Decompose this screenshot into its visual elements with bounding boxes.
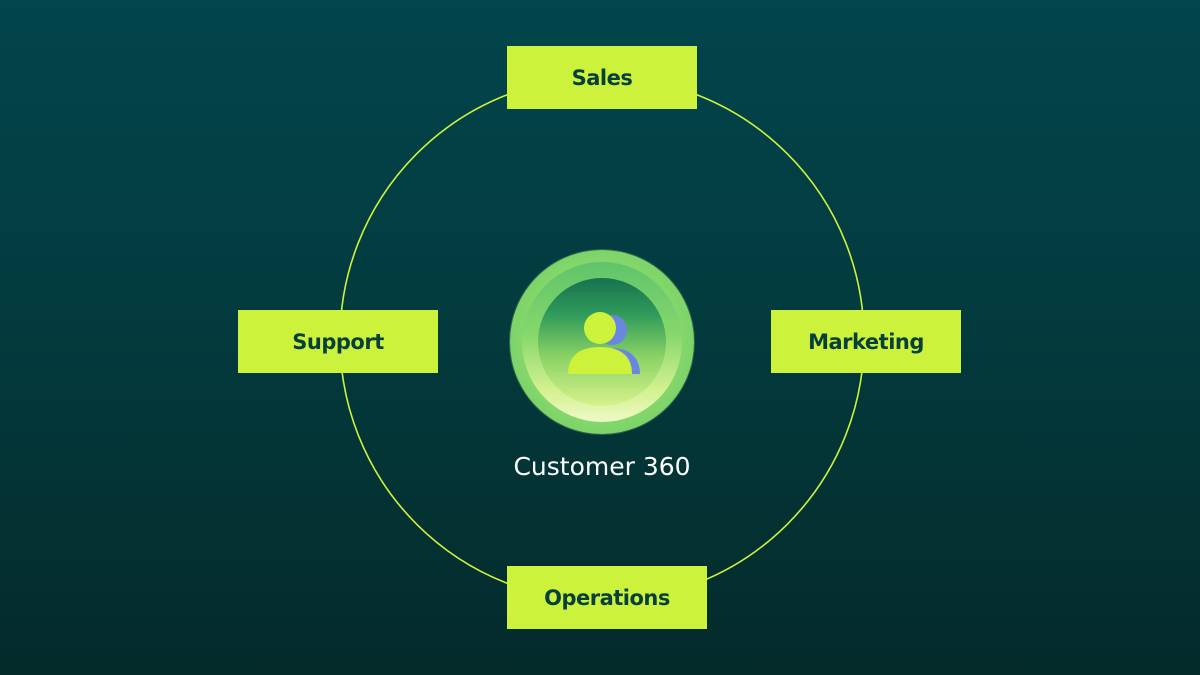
hub-inner-circle <box>538 278 666 406</box>
hub-title: Customer 360 <box>513 452 691 481</box>
customer-360-hub <box>510 250 694 434</box>
marketing-node: Marketing <box>771 310 961 373</box>
operations-label: Operations <box>544 585 670 610</box>
support-node: Support <box>238 310 438 373</box>
sales-node: Sales <box>507 46 697 109</box>
marketing-label: Marketing <box>808 329 924 354</box>
sales-label: Sales <box>571 65 633 90</box>
support-label: Support <box>292 329 384 354</box>
people-icon <box>568 312 640 374</box>
operations-node: Operations <box>507 566 707 629</box>
